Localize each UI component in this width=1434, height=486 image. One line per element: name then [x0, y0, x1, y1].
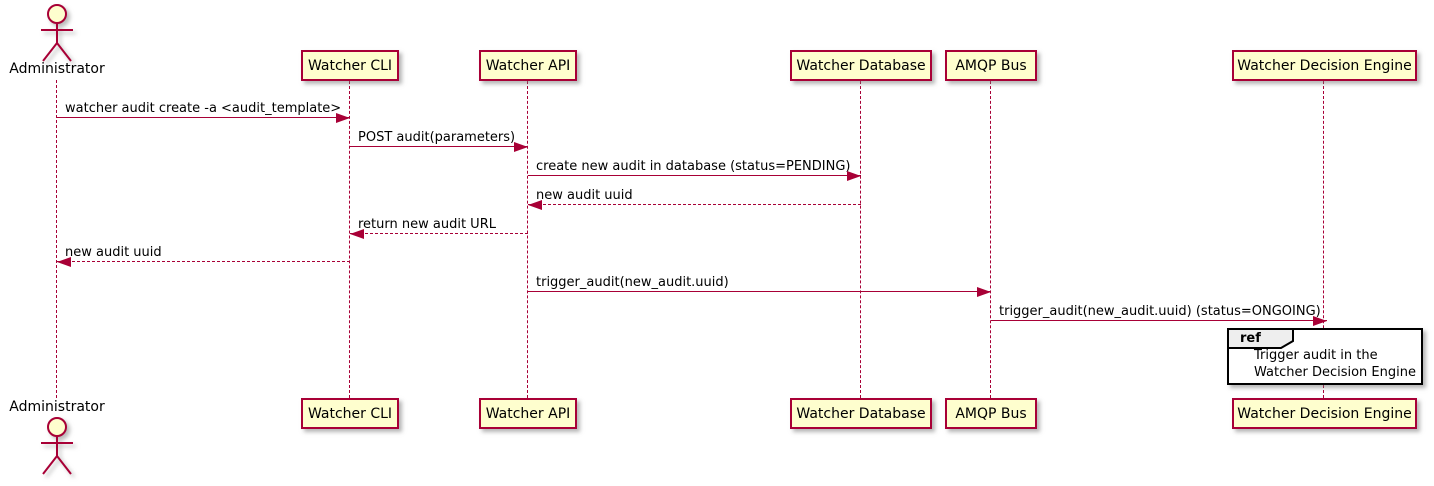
- message-6-line: [57, 261, 350, 262]
- lifeline-administrator: [56, 80, 57, 398]
- lifeline-watcher-database: [860, 81, 861, 398]
- lifeline-watcher-decision-engine: [1323, 81, 1324, 398]
- message-8-line: [991, 320, 1327, 321]
- message-6: new audit uuid: [57, 243, 350, 267]
- message-2: POST audit(parameters): [350, 128, 528, 152]
- message-5-label: return new audit URL: [358, 217, 496, 232]
- ref-text-line: Trigger audit in the: [1254, 348, 1378, 363]
- lifeline-watcher-cli: [349, 81, 350, 398]
- participant-label: Watcher Decision Engine: [1237, 57, 1412, 74]
- message-2-line: [350, 146, 528, 147]
- message-4-label: new audit uuid: [536, 188, 633, 203]
- message-8-label: trigger_audit(new_audit.uuid) (status=ON…: [999, 304, 1321, 319]
- ref-keyword: ref: [1240, 331, 1261, 346]
- participant-bottom-watcher-api: Watcher API: [479, 398, 577, 429]
- participant-label: Watcher Database: [796, 405, 926, 422]
- arrowhead-right-icon: [977, 286, 991, 297]
- stick-figure-icon: [41, 417, 73, 475]
- message-5: return new audit URL: [350, 215, 528, 239]
- message-7-label: trigger_audit(new_audit.uuid): [536, 275, 729, 290]
- message-7-line: [528, 291, 991, 292]
- message-2-label: POST audit(parameters): [358, 130, 516, 145]
- arrowhead-right-icon: [1313, 315, 1327, 326]
- arrowhead-right-icon: [847, 170, 861, 181]
- lifeline-watcher-api: [527, 81, 528, 398]
- participant-top-watcher-database: Watcher Database: [790, 50, 932, 81]
- arrowhead-right-icon: [514, 141, 528, 152]
- participant-label: AMQP Bus: [955, 405, 1027, 422]
- participant-bottom-watcher-cli: Watcher CLI: [301, 398, 399, 429]
- participant-label: Watcher CLI: [307, 57, 393, 74]
- message-3-label: create new audit in database (status=PEN…: [536, 159, 851, 174]
- arrowhead-right-icon: [336, 112, 350, 123]
- message-6-label: new audit uuid: [65, 245, 162, 260]
- message-3: create new audit in database (status=PEN…: [528, 157, 861, 181]
- participant-bottom-amqp-bus: AMQP Bus: [945, 398, 1037, 429]
- message-1: watcher audit create -a <audit_template>: [57, 99, 350, 123]
- participant-label: Watcher Decision Engine: [1237, 405, 1412, 422]
- arrowhead-left-icon: [350, 228, 364, 239]
- message-8: trigger_audit(new_audit.uuid) (status=ON…: [991, 302, 1327, 326]
- message-1-label: watcher audit create -a <audit_template>: [65, 101, 342, 116]
- lifeline-amqp-bus: [990, 81, 991, 398]
- ref-tab: [1227, 328, 1294, 349]
- participant-bottom-watcher-decision-engine: Watcher Decision Engine: [1232, 398, 1417, 429]
- message-1-line: [57, 117, 350, 118]
- arrowhead-left-icon: [528, 199, 542, 210]
- message-3-line: [528, 175, 861, 176]
- ref-text-line: Watcher Decision Engine: [1254, 365, 1416, 380]
- participant-label: Watcher Database: [796, 57, 926, 74]
- participant-top-watcher-api: Watcher API: [479, 50, 577, 81]
- participant-top-watcher-decision-engine: Watcher Decision Engine: [1232, 50, 1417, 81]
- message-7: trigger_audit(new_audit.uuid): [528, 273, 991, 297]
- participant-label: Watcher API: [485, 57, 571, 74]
- ref-fragment: ref Trigger audit in the Watcher Decisio…: [1227, 328, 1423, 385]
- arrowhead-left-icon: [57, 256, 71, 267]
- message-4-line: [528, 204, 861, 205]
- participant-label: Watcher API: [485, 405, 571, 422]
- stick-figure-icon: [41, 4, 73, 62]
- participant-bottom-watcher-database: Watcher Database: [790, 398, 932, 429]
- participant-top-amqp-bus: AMQP Bus: [945, 50, 1037, 81]
- participant-label: Watcher CLI: [307, 405, 393, 422]
- actor-label-administrator-top: Administrator: [9, 61, 105, 77]
- actor-label-administrator-bottom: Administrator: [9, 399, 105, 415]
- participant-top-watcher-cli: Watcher CLI: [301, 50, 399, 81]
- participant-label: AMQP Bus: [955, 57, 1027, 74]
- message-5-line: [350, 233, 528, 234]
- message-4: new audit uuid: [528, 186, 861, 210]
